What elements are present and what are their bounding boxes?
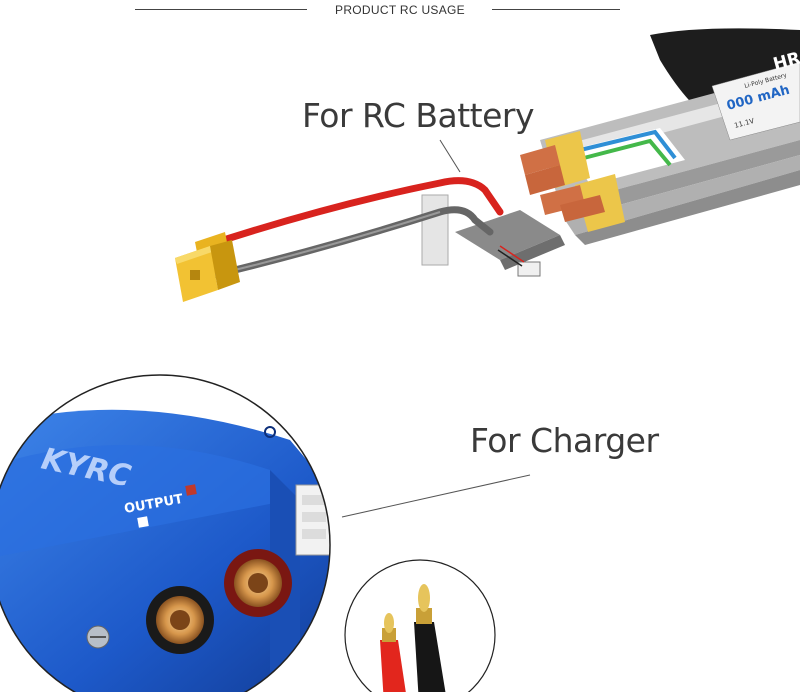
battery-leader-line: [439, 139, 461, 173]
xt60-connector: [175, 232, 240, 302]
callout-rc-battery: For RC Battery: [302, 96, 535, 135]
callout-charger: For Charger: [470, 421, 659, 460]
section-header: PRODUCT RC USAGE: [0, 0, 800, 22]
banana-circle-outline: [344, 559, 496, 692]
closeup-circle-outline: [0, 374, 331, 692]
charger-closeup: KYRC OUTPUT: [0, 375, 330, 692]
header-line-left: [135, 9, 307, 10]
lipo-battery: HR Li-Poly Battery 000 mAh 11.1V: [421, 28, 800, 277]
header-line-right: [492, 9, 620, 10]
charger-leader-line: [341, 474, 531, 518]
battery-leads: [201, 177, 504, 280]
section-title: PRODUCT RC USAGE: [335, 3, 465, 17]
banana-plugs: [345, 560, 495, 692]
